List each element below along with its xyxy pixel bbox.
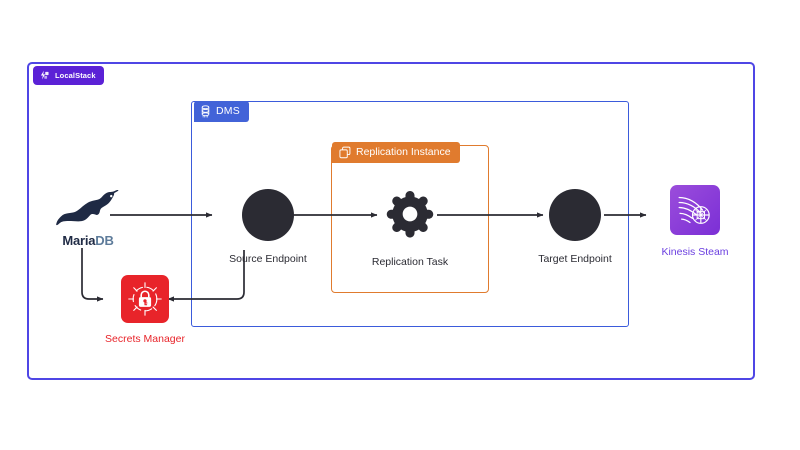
localstack-badge-label: LocalStack bbox=[55, 70, 96, 80]
replication-task-label: Replication Task bbox=[371, 256, 449, 268]
mariadb-wordmark-part-db: DB bbox=[95, 233, 114, 248]
node-kinesis-stream[interactable]: Kinesis Steam bbox=[649, 185, 741, 258]
source-endpoint-label: Source Endpoint bbox=[229, 253, 307, 265]
node-source-endpoint[interactable]: Source Endpoint bbox=[218, 189, 318, 265]
filled-circle-icon bbox=[549, 189, 601, 241]
kinesis-stream-label: Kinesis Steam bbox=[661, 246, 729, 258]
node-mariadb[interactable]: MariaDB bbox=[40, 188, 136, 247]
gear-icon bbox=[385, 189, 435, 244]
secrets-manager-label: Secrets Manager bbox=[105, 333, 185, 345]
mariadb-wordmark-part-maria: Maria bbox=[62, 233, 96, 248]
replication-instance-badge-label: Replication Instance bbox=[356, 146, 451, 159]
dms-container bbox=[191, 101, 629, 327]
localstack-container bbox=[27, 62, 755, 380]
target-endpoint-label: Target Endpoint bbox=[538, 253, 612, 265]
lock-shield-icon bbox=[121, 275, 169, 323]
kinesis-stream-icon bbox=[670, 185, 720, 235]
replication-instance-badge[interactable]: Replication Instance bbox=[332, 142, 460, 163]
node-replication-task[interactable]: Replication Task bbox=[362, 189, 458, 268]
localstack-logo-icon bbox=[39, 70, 50, 81]
localstack-badge[interactable]: LocalStack bbox=[33, 66, 104, 85]
dms-badge[interactable]: DMS bbox=[194, 101, 249, 122]
node-target-endpoint[interactable]: Target Endpoint bbox=[525, 189, 625, 265]
mariadb-seal-logo-icon bbox=[55, 188, 121, 233]
filled-circle-icon bbox=[242, 189, 294, 241]
copy-icon bbox=[339, 146, 351, 159]
mariadb-wordmark: MariaDB bbox=[62, 233, 114, 248]
database-icon bbox=[200, 105, 211, 118]
dms-badge-label: DMS bbox=[216, 105, 240, 118]
node-secrets-manager[interactable]: Secrets Manager bbox=[92, 275, 198, 345]
